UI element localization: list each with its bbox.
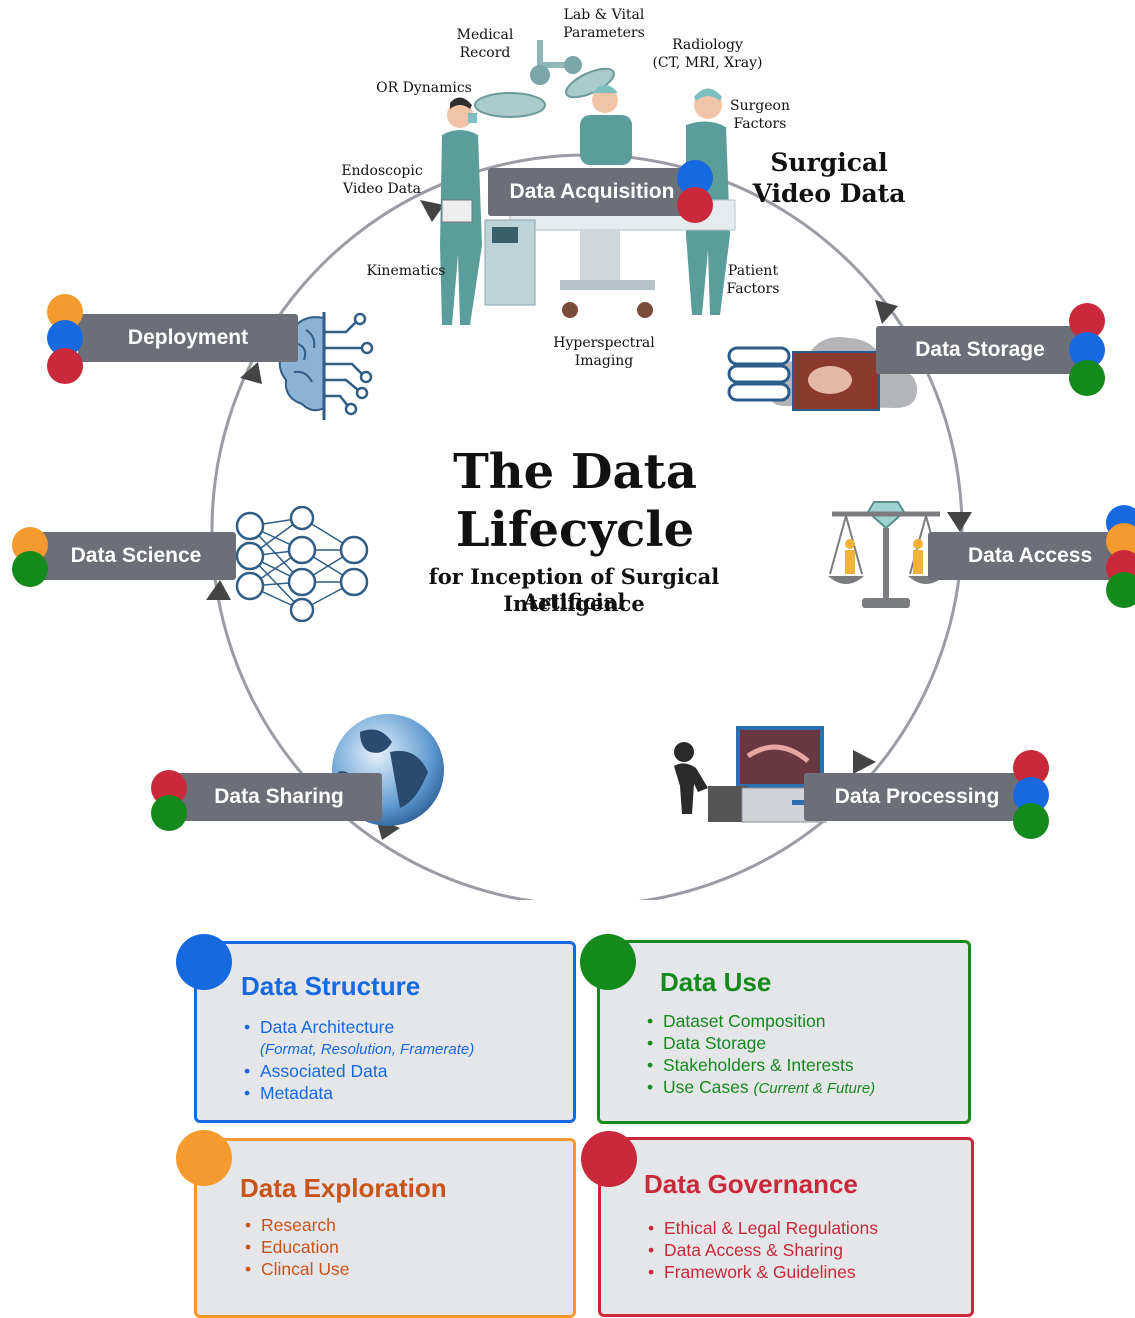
tag-dot-green	[151, 795, 187, 831]
ring-arrow	[206, 580, 231, 600]
box-list: •Ethical & Legal Regulations •Data Acces…	[648, 1217, 878, 1283]
source-label-radiology: Radiology (CT, MRI, Xray)	[652, 37, 763, 71]
box-data-use: Data Use •Dataset Composition •Data Stor…	[597, 940, 971, 1124]
box-title: Data Exploration	[240, 1173, 447, 1203]
ring-arrow	[240, 362, 262, 384]
box-data-exploration: Data Exploration •Research •Education •C…	[194, 1138, 576, 1318]
list-item: •Data Access & Sharing	[648, 1240, 843, 1260]
list-item: •Education	[245, 1237, 339, 1257]
surgical-lamp-icon	[474, 40, 615, 118]
box-title: Data Governance	[644, 1169, 858, 1199]
list-item: •Research	[245, 1215, 336, 1235]
surgical-video-heading-line2: Video Data	[752, 179, 906, 208]
stage-deployment: Deployment	[78, 314, 298, 362]
box-list: •Data Architecture (Format, Resolution, …	[244, 1016, 474, 1104]
tag-dot-green	[1013, 803, 1049, 839]
tag-dot-green	[1069, 360, 1105, 396]
box-dot-blue	[176, 934, 232, 990]
list-item: •Data Storage	[647, 1033, 767, 1053]
neural-network-icon	[235, 506, 369, 622]
ring-arrow	[947, 512, 972, 532]
source-label-or-dynamics: OR Dynamics	[376, 80, 472, 96]
box-list: •Research •Education •Clincal Use	[245, 1214, 350, 1280]
stage-data-processing: Data Processing	[804, 773, 1030, 821]
list-item: •Stakeholders & Interests	[647, 1055, 854, 1075]
list-item: •Dataset Composition	[647, 1011, 826, 1031]
stage-data-acquisition: Data Acquisition	[488, 168, 696, 216]
tag-dot-red	[47, 348, 83, 384]
box-data-governance: Data Governance •Ethical & Legal Regulat…	[598, 1137, 974, 1317]
box-data-structure: Data Structure •Data Architecture (Forma…	[194, 941, 576, 1123]
source-label-endoscopic: Endoscopic Video Data	[341, 163, 423, 197]
box-dot-red	[581, 1131, 637, 1187]
box-title: Data Structure	[241, 971, 421, 1001]
tag-dot-green	[12, 551, 48, 587]
ring-arrow	[420, 200, 444, 222]
list-item: •Metadata	[244, 1083, 333, 1103]
scales-of-justice-icon	[828, 501, 944, 608]
diagram-title-line2: Lifecycle	[455, 502, 695, 558]
diagram-subtitle-line1: for Inception of Surgical Artificial	[428, 564, 720, 614]
ring-arrow	[875, 300, 898, 324]
list-item: •Data Architecture	[244, 1017, 395, 1037]
surgeon-figure-left	[440, 97, 482, 325]
tag-dot-green	[1106, 572, 1135, 608]
surgeon-figure-center	[580, 85, 632, 165]
stage-data-storage: Data Storage	[876, 326, 1084, 374]
tag-dot-red	[677, 187, 713, 223]
stage-data-access: Data Access	[928, 532, 1134, 580]
list-item-note: (Format, Resolution, Framerate)	[260, 1041, 475, 1058]
list-item: •Clincal Use	[245, 1259, 350, 1279]
source-label-hyperspectral: Hyperspectral Imaging	[553, 335, 655, 369]
box-dot-green	[580, 934, 636, 990]
box-dot-orange	[176, 1130, 232, 1186]
list-item: •Associated Data	[244, 1061, 388, 1081]
surgical-video-heading-line1: Surgical	[770, 148, 888, 177]
list-item: •Ethical & Legal Regulations	[648, 1218, 879, 1238]
box-list: •Dataset Composition •Data Storage •Stak…	[647, 1010, 875, 1100]
source-label-surgeon-factors: Surgeon Factors	[730, 98, 790, 132]
source-label-medical-record: Medical Record	[456, 27, 514, 61]
stage-data-science: Data Science	[36, 532, 236, 580]
source-label-lab: Lab & Vital Parameters	[563, 7, 645, 41]
box-title: Data Use	[660, 967, 772, 997]
source-label-kinematics: Kinematics	[366, 263, 446, 279]
list-item: •Framework & Guidelines	[648, 1262, 856, 1282]
source-label-patient-factors: Patient Factors	[726, 263, 780, 297]
list-item: •Use Cases (Current & Future)	[647, 1077, 876, 1097]
diagram-title-line1: The Data	[453, 444, 697, 500]
ring-arrow	[853, 750, 876, 774]
stage-data-sharing: Data Sharing	[176, 773, 382, 821]
diagram-subtitle-line2: Intelligence	[503, 591, 645, 616]
